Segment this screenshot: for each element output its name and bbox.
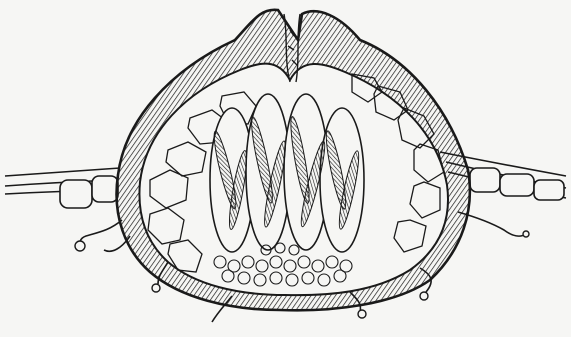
epidermal-cells-left (60, 176, 118, 208)
